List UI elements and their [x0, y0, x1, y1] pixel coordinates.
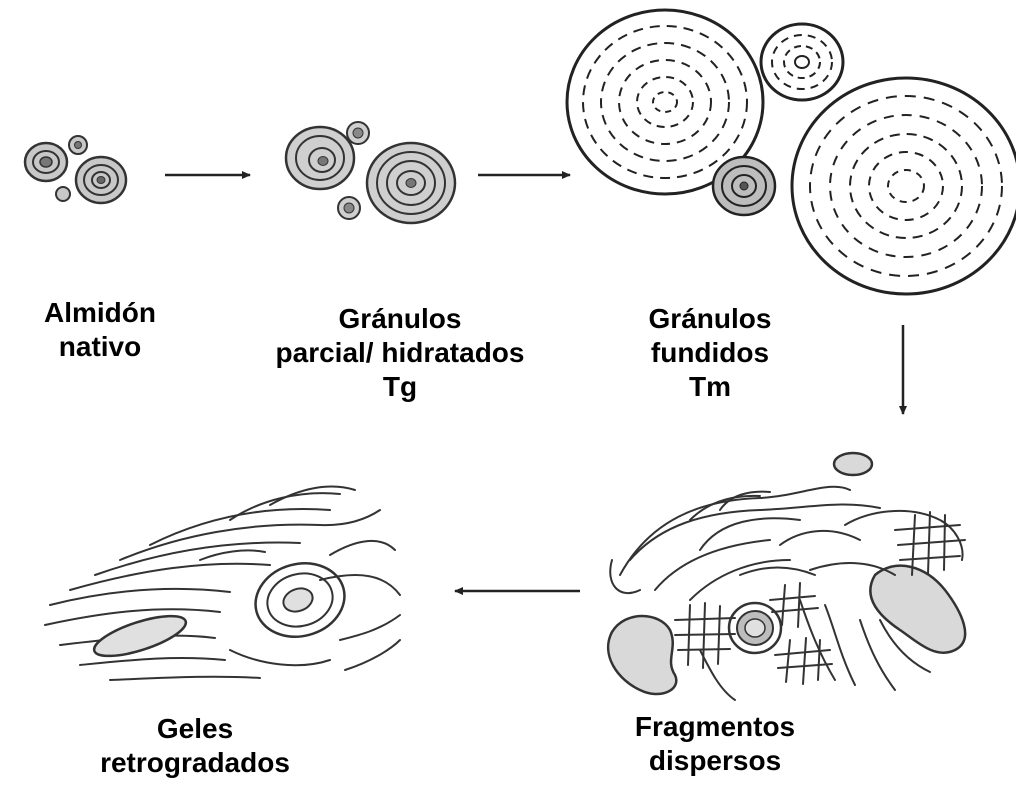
dispersed-fragments [608, 453, 965, 700]
gel-ring-granule [247, 554, 353, 647]
label-melted-line-3: Tm [600, 370, 820, 404]
label-hydrated-granules: Gránulos parcial/ hidratados Tg [240, 302, 560, 404]
native-granule-4 [56, 187, 70, 201]
label-native-line-1: Almidón [10, 296, 190, 330]
melted-granule-small-core [713, 157, 775, 215]
label-hydrated-line-3: Tg [240, 370, 560, 404]
native-starch-granules [25, 136, 126, 203]
native-granule-2 [69, 136, 87, 154]
hydrated-granules [286, 122, 455, 223]
label-hydrated-line-1: Gránulos [240, 302, 560, 336]
fragment-crosshatch-4 [775, 638, 832, 684]
fragment-blob-top [834, 453, 872, 475]
fragment-blob-left [608, 616, 676, 694]
gel-blob-left [90, 608, 190, 664]
hydrated-granule-4 [338, 197, 360, 219]
label-melted-granules: Gránulos fundidos Tm [600, 302, 820, 404]
hydrated-granule-2 [347, 122, 369, 144]
label-fragments-line-2: dispersos [600, 744, 830, 778]
melted-granule-small-top [761, 24, 843, 100]
native-granule-3 [76, 157, 126, 203]
fragment-crosshatch-3 [770, 583, 818, 627]
native-granule-1 [25, 143, 67, 181]
hydrated-granule-1 [286, 127, 354, 189]
label-melted-line-1: Gránulos [600, 302, 820, 336]
label-dispersed-fragments: Fragmentos dispersos [600, 710, 830, 778]
label-hydrated-line-2: parcial/ hidratados [240, 336, 560, 370]
hydrated-granule-3 [367, 143, 455, 223]
retrograded-gels [45, 486, 400, 680]
label-gels-line-2: retrogradados [60, 746, 330, 780]
label-gels-line-1: Geles [60, 712, 330, 746]
label-retrograded-gels: Geles retrogradados [60, 712, 330, 780]
label-fragments-line-1: Fragmentos [600, 710, 830, 744]
label-melted-line-2: fundidos [600, 336, 820, 370]
melted-granule-large-right [792, 78, 1016, 294]
melted-granules [567, 10, 1016, 294]
label-native-line-2: nativo [10, 330, 190, 364]
fragment-blob-right [870, 566, 965, 653]
label-native-starch: Almidón nativo [10, 296, 190, 364]
fragment-ring-granule [729, 603, 781, 653]
